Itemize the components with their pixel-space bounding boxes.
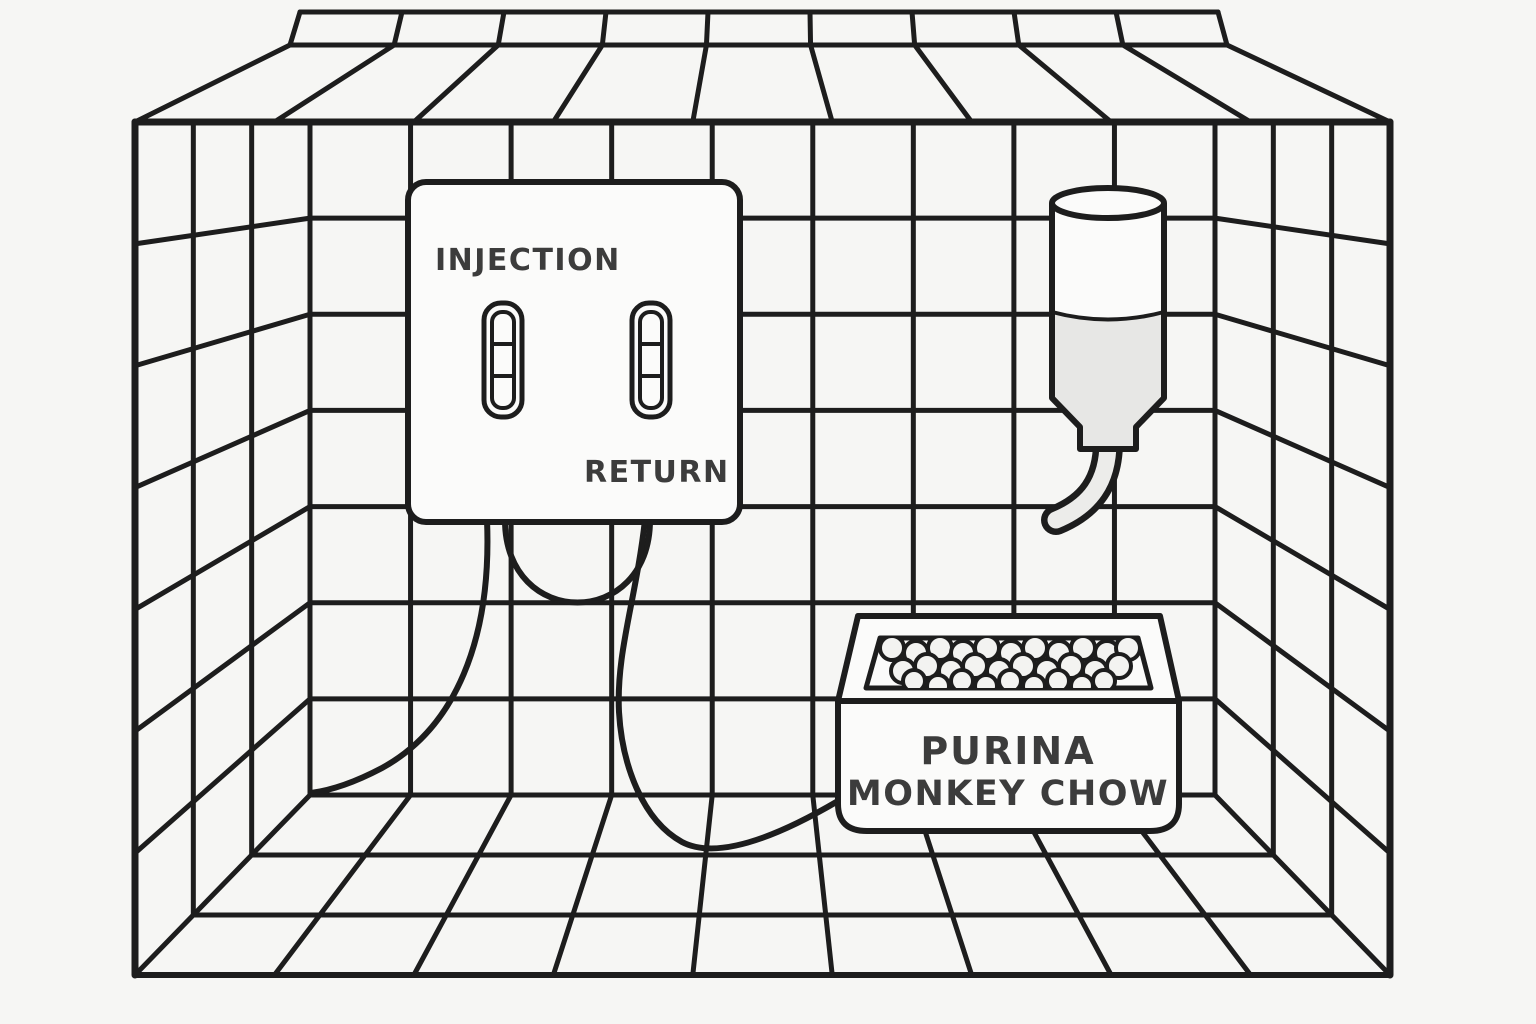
grid-wire [411,792,514,978]
ceiling-grid [132,9,1393,125]
grid-wire [132,504,313,612]
food-pellet [878,638,906,662]
food-pellets [878,638,1142,688]
food-pellet [1045,668,1071,688]
return-tube [615,517,841,852]
grid-wire [1212,215,1393,247]
grid-wire [599,9,609,48]
grid-wire [132,311,313,369]
grid-wire [271,42,397,125]
water-level-line [1051,310,1165,322]
grid-wire [550,792,615,978]
grid-wire [132,792,313,978]
food-pellet [1021,673,1047,688]
grid-wire [1212,504,1393,612]
food-bowl: PURINA MONKEY CHOW [835,613,1182,834]
grid-wire [912,42,975,125]
food-pellet [901,668,927,688]
injection-port-inner [490,310,516,410]
grid-wire [1212,311,1393,369]
injection-tube [308,517,491,796]
grid-wire [909,9,918,48]
injection-panel: INJECTION RETURN [405,179,743,525]
bowl-front [835,698,1182,834]
injection-port [481,300,525,420]
cage-frame [131,118,1394,979]
grid-wire [703,9,711,48]
return-port-inner [638,310,664,410]
grid-wire [132,407,313,491]
grid-wire [1224,42,1393,125]
grid-wire [1120,42,1254,125]
grid-wire [411,42,501,125]
bowl-product-label: MONKEY CHOW [847,774,1169,814]
grid-wire [391,9,405,48]
food-pellet [997,668,1023,688]
right-wall-grid [1212,119,1393,978]
grid-wire [1212,407,1393,491]
grid-wire [132,42,293,125]
water-bottle [1041,185,1167,535]
grid-wire [807,9,814,48]
grid-wire [690,42,709,125]
grid-wire [550,42,605,125]
injection-label: INJECTION [435,243,621,278]
bottle-spout [1047,433,1117,529]
food-pellet [925,673,951,688]
grid-wire [1113,9,1126,48]
bottle-cap [1049,185,1167,221]
grid-wire [1011,9,1022,48]
grid-wire [1212,600,1393,734]
grid-wire [287,9,303,48]
left-wall-grid [132,119,313,978]
grid-wire [810,792,835,978]
tubes [308,517,841,852]
grid-wire [1215,9,1230,48]
grid-wire [132,215,313,247]
return-label: RETURN [584,455,730,490]
grid-wire [132,696,313,856]
grid-wire [132,600,313,734]
bottle-water [1052,312,1164,446]
food-pellet [1091,668,1117,688]
grid-wire [271,792,414,978]
food-pellet [973,673,999,688]
grid-wire [690,792,715,978]
grid-wire [1212,696,1393,856]
food-pellet [949,668,975,688]
grid-wire [808,42,835,125]
grid-wire [495,9,507,48]
grid-wire [1212,792,1393,978]
return-port [629,300,673,420]
bottle-outline [1049,203,1167,452]
panel-body [405,179,743,525]
floor-grid [132,792,1393,978]
grid-wire [1016,42,1114,125]
port-jumper-tube [502,517,653,606]
bowl-brand-label: PURINA [920,729,1095,773]
